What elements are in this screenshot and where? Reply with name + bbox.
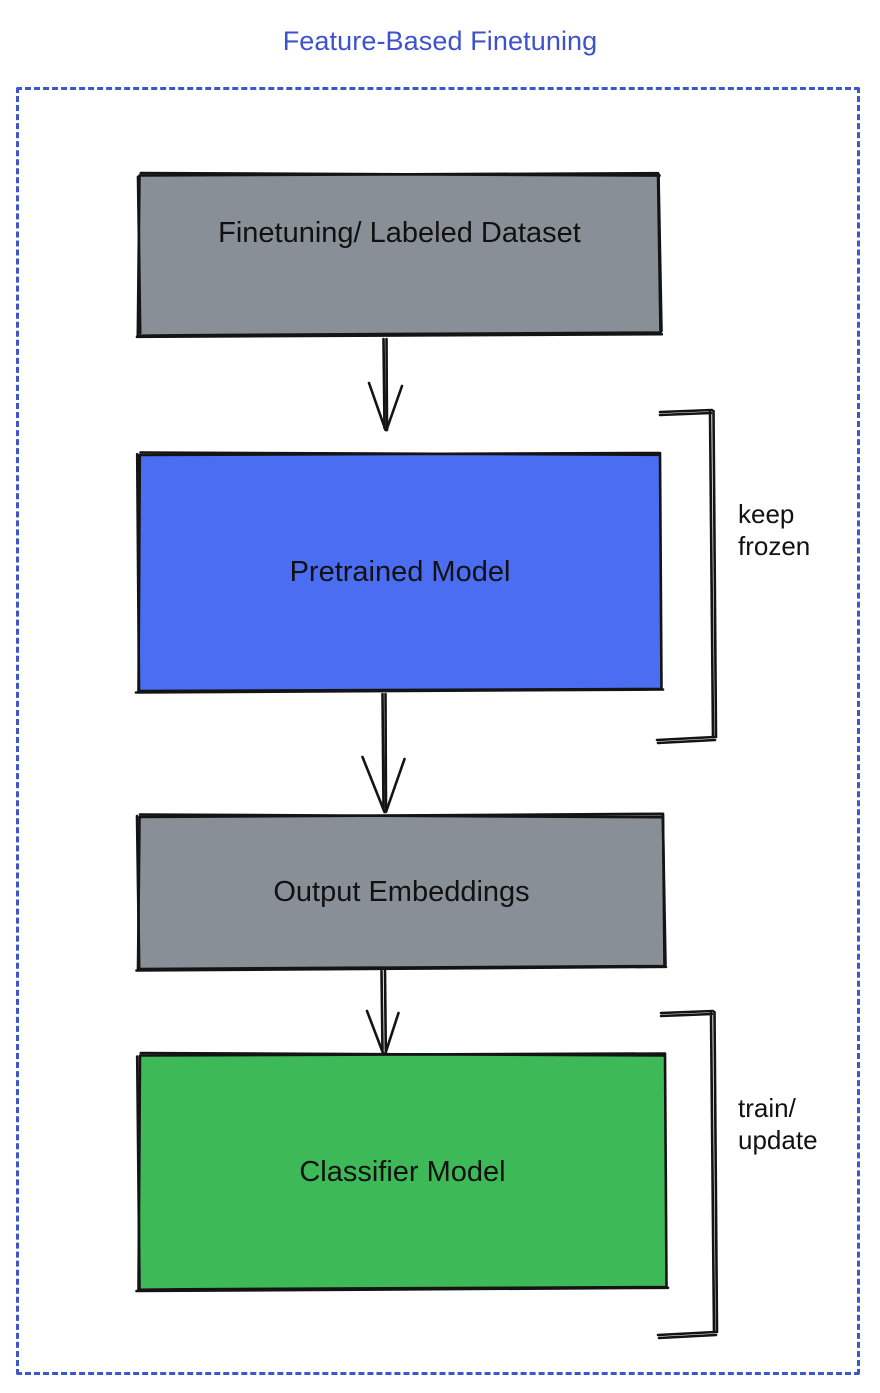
node-label: Pretrained Model: [289, 556, 511, 588]
node-label: Output Embeddings: [273, 875, 530, 908]
node-output-embeddings[interactable]: Output Embeddings: [135, 812, 668, 972]
group-frame-dashed: [16, 87, 860, 1375]
page-title: Feature-Based Finetuning: [282, 26, 598, 56]
node-pretrained-model[interactable]: Pretrained Model: [134, 451, 665, 694]
annotation-train-update: train/ update: [738, 1093, 818, 1155]
node-fill-gray: [139, 174, 660, 334]
node-classifier-model[interactable]: Classifier Model: [135, 1051, 670, 1293]
node-label: Classifier Model: [299, 1155, 506, 1188]
node-finetuning-labeled-dataset[interactable]: Finetuning/ Labeled Dataset: [135, 171, 664, 339]
annotation-keep-frozen: keep frozen: [738, 499, 811, 561]
node-label: Finetuning/ Labeled Dataset: [218, 217, 581, 249]
